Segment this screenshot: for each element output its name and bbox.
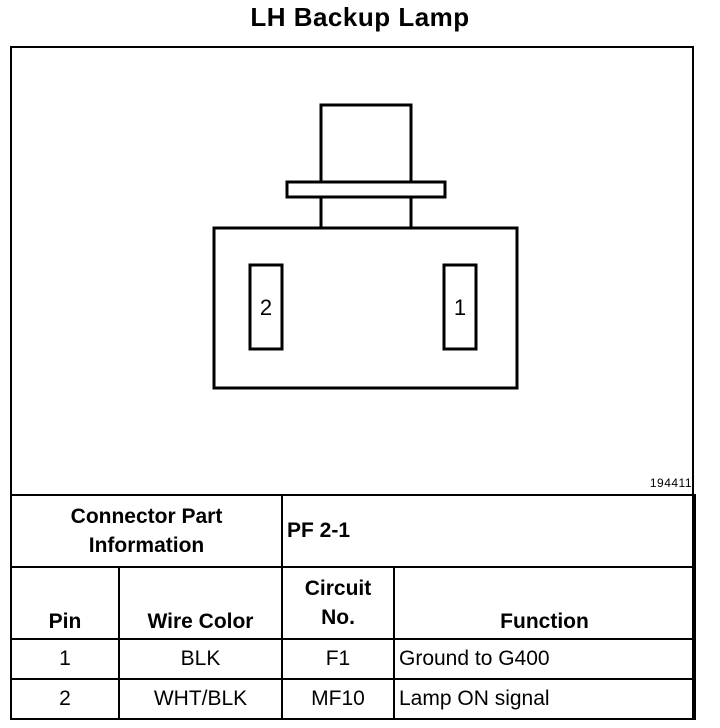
- col-header-wire-color: Wire Color: [118, 566, 283, 640]
- table-row: 2 WHT/BLK MF10 Lamp ON signal: [10, 678, 696, 720]
- pin-label-1: 1: [453, 295, 467, 320]
- row-2-function: Lamp ON signal: [393, 678, 696, 720]
- connector-diagram: 2 1 194411: [10, 46, 694, 494]
- connector-tab: [319, 103, 413, 187]
- row-1-circuit: F1: [281, 638, 395, 680]
- row-2-wire-color: WHT/BLK: [118, 678, 283, 720]
- row-2-pin: 2: [10, 678, 120, 720]
- diagram-frame: [10, 46, 694, 720]
- connector-part-label: Connector Part Information: [10, 494, 283, 568]
- connector-part-row: Connector Part Information PF 2-1: [10, 494, 696, 568]
- connector-part-value: PF 2-1: [281, 494, 696, 568]
- table-header-row: Pin Wire Color Circuit No. Function: [10, 566, 696, 640]
- connector-info-table: Connector Part Information PF 2-1 Pin Wi…: [10, 494, 696, 720]
- pin-cavity-2: [248, 263, 284, 351]
- diagram-title: LH Backup Lamp: [250, 2, 470, 32]
- col-header-pin: Pin: [10, 566, 120, 640]
- connector-part-label-line1: Connector Part: [70, 505, 223, 528]
- figure-id: 194411: [649, 476, 692, 490]
- row-1-pin: 1: [10, 638, 120, 680]
- row-1-function: Ground to G400: [393, 638, 696, 680]
- connector-flange: [285, 180, 447, 199]
- connector-part-label-line2: Information: [88, 534, 205, 557]
- connector-drawing: [212, 103, 519, 390]
- pin-label-2: 2: [259, 295, 273, 320]
- col-header-circuit: Circuit No.: [281, 566, 395, 640]
- col-header-circuit-line1: Circuit: [304, 577, 372, 600]
- row-2-circuit: MF10: [281, 678, 395, 720]
- col-header-circuit-line2: No.: [321, 606, 355, 629]
- connector-neck: [319, 195, 413, 230]
- table-row: 1 BLK F1 Ground to G400: [10, 638, 696, 680]
- pin-cavity-1: [442, 263, 478, 351]
- row-1-wire-color: BLK: [118, 638, 283, 680]
- col-header-function: Function: [393, 566, 696, 640]
